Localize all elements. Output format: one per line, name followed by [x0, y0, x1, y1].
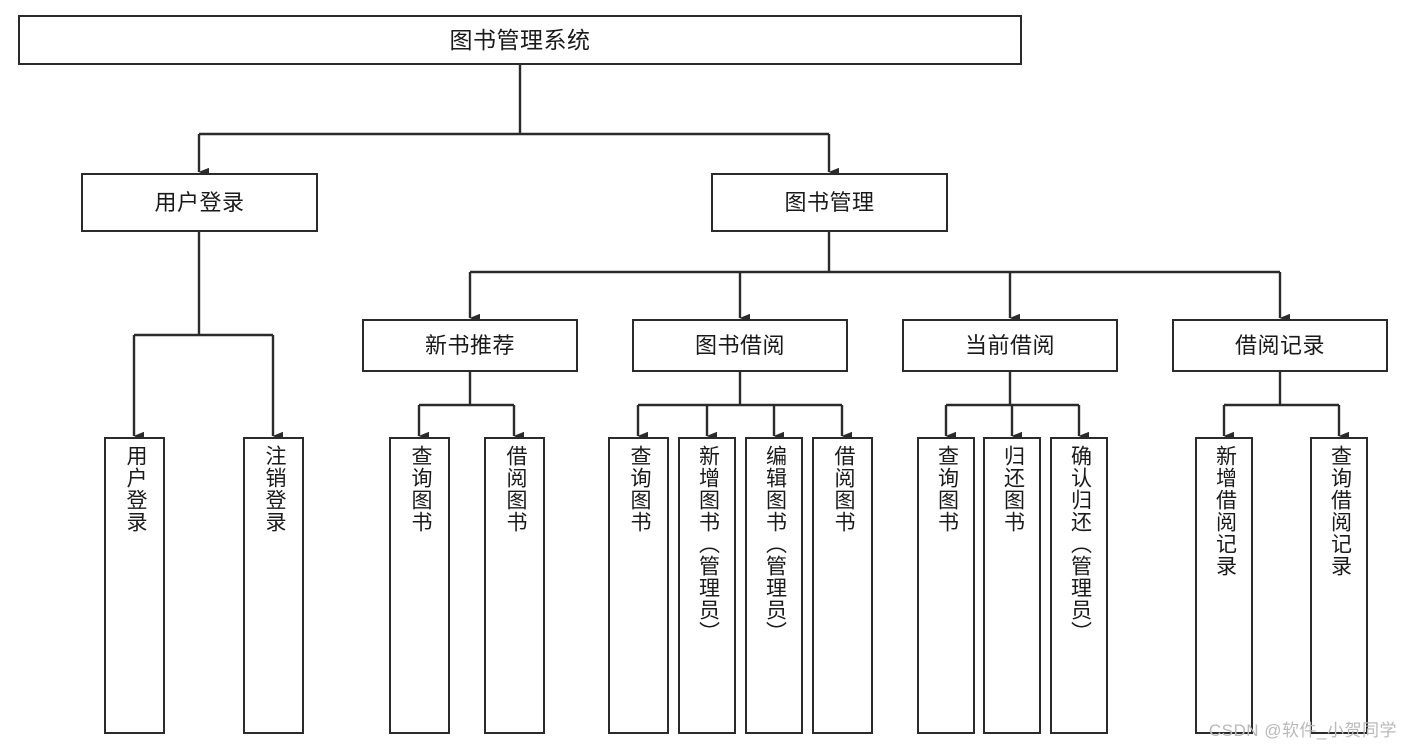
node-root[interactable]: 图书管理系统: [18, 15, 1022, 65]
node-leaf-borrow-book-1[interactable]: 借阅图书: [484, 437, 545, 734]
node-new-book-rec[interactable]: 新书推荐: [362, 319, 578, 372]
node-label-leaf-borrow-book-2: 借阅图书: [831, 445, 855, 533]
node-label-leaf-add-record: 新增借阅记录: [1213, 445, 1237, 577]
node-leaf-logout[interactable]: 注销登录: [243, 437, 304, 734]
node-leaf-add-record[interactable]: 新增借阅记录: [1195, 437, 1253, 734]
node-leaf-query-book-2[interactable]: 查询图书: [608, 437, 669, 734]
node-leaf-confirm-ret[interactable]: 确认归还（管理员）: [1050, 437, 1108, 734]
node-book-borrow[interactable]: 图书借阅: [632, 319, 848, 372]
node-label-leaf-query-book-2: 查询图书: [627, 445, 651, 533]
node-label-leaf-user-login: 用户登录: [123, 445, 147, 533]
node-label-leaf-borrow-book-1: 借阅图书: [503, 445, 527, 533]
node-label-leaf-query-book-1: 查询图书: [408, 445, 432, 533]
node-book-manage[interactable]: 图书管理: [711, 173, 948, 232]
node-label-borrow-record: 借阅记录: [1234, 332, 1325, 358]
node-label-leaf-logout: 注销登录: [262, 445, 286, 533]
node-label-book-manage: 图书管理: [784, 189, 875, 215]
connector-lines: [132, 65, 1349, 441]
node-leaf-query-book-1[interactable]: 查询图书: [389, 437, 450, 734]
node-leaf-query-book-3[interactable]: 查询图书: [917, 437, 975, 734]
node-leaf-borrow-book-2[interactable]: 借阅图书: [812, 437, 873, 734]
node-leaf-edit-book[interactable]: 编辑图书（管理员）: [745, 437, 803, 734]
node-leaf-query-record[interactable]: 查询借阅记录: [1310, 437, 1368, 734]
csdn-watermark: CSDN @软件_小贺同学: [1208, 721, 1397, 740]
node-label-book-borrow: 图书借阅: [694, 332, 785, 358]
node-leaf-user-login[interactable]: 用户登录: [104, 437, 165, 734]
node-label-leaf-add-book: 新增图书（管理员）: [696, 445, 720, 643]
node-borrow-record[interactable]: 借阅记录: [1172, 319, 1388, 372]
node-label-current-borrow: 当前借阅: [964, 332, 1055, 358]
node-label-leaf-edit-book: 编辑图书（管理员）: [763, 445, 787, 643]
node-label-leaf-confirm-ret: 确认归还（管理员）: [1068, 445, 1092, 643]
node-leaf-add-book[interactable]: 新增图书（管理员）: [678, 437, 736, 734]
node-label-user-login: 用户登录: [154, 189, 245, 215]
node-current-borrow[interactable]: 当前借阅: [902, 319, 1118, 372]
node-label-leaf-query-record: 查询借阅记录: [1328, 445, 1352, 577]
node-label-leaf-query-book-3: 查询图书: [935, 445, 959, 533]
node-user-login[interactable]: 用户登录: [81, 173, 318, 232]
node-label-new-book-rec: 新书推荐: [424, 332, 515, 358]
node-label-leaf-return-book: 归还图书: [1001, 445, 1025, 533]
node-label-root: 图书管理系统: [449, 26, 591, 53]
node-leaf-return-book[interactable]: 归还图书: [983, 437, 1041, 734]
